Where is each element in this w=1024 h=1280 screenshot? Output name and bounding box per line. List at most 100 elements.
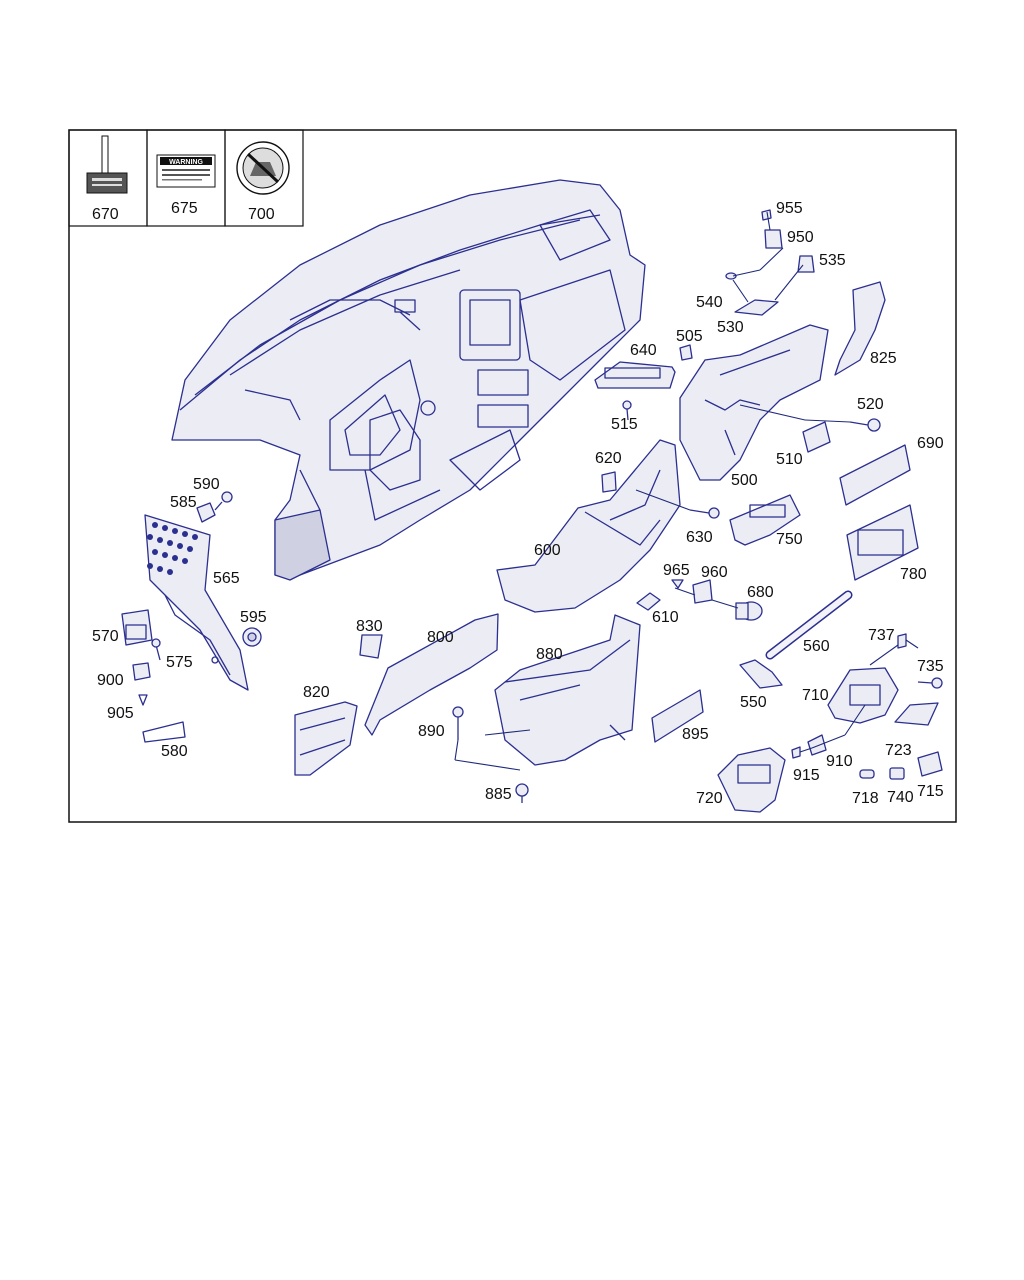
label-880: 880 <box>536 646 563 663</box>
part-640-tray <box>594 361 676 389</box>
label-965: 965 <box>663 562 690 579</box>
airbag-warning-sticker-icon <box>236 141 290 195</box>
part-500-glovebox <box>679 324 829 481</box>
label-610: 610 <box>652 609 679 626</box>
part-550-handle <box>739 659 783 689</box>
part-825-trim-strip <box>834 281 886 376</box>
label-560: 560 <box>803 638 830 655</box>
part-750-ashtray <box>729 494 801 546</box>
part-575-screw <box>151 638 161 661</box>
part-585-clip <box>196 502 216 523</box>
label-718: 718 <box>852 790 879 807</box>
part-830-clip <box>359 634 383 659</box>
label-585: 585 <box>170 494 197 511</box>
part-735-screw <box>917 677 943 689</box>
part-737-clip <box>897 633 907 649</box>
part-540-bulb <box>725 272 737 280</box>
part-895-pad <box>651 689 704 743</box>
label-740: 740 <box>887 789 914 806</box>
legend-label-675: 675 <box>171 200 198 217</box>
part-530-lamp <box>734 299 779 316</box>
part-710-housing <box>827 667 899 724</box>
label-720: 720 <box>696 790 723 807</box>
label-910: 910 <box>826 753 853 770</box>
label-825: 825 <box>870 350 897 367</box>
label-690: 690 <box>917 435 944 452</box>
part-965-pin <box>671 579 684 589</box>
part-950-holder <box>764 229 783 249</box>
part-505-clip <box>679 344 693 361</box>
label-590: 590 <box>193 476 220 493</box>
part-720-cupholder <box>717 747 786 813</box>
part-680-socket <box>735 601 763 621</box>
label-575: 575 <box>166 654 193 671</box>
legend-box-700: 700 <box>224 129 304 227</box>
part-580-pad <box>142 721 186 743</box>
label-565: 565 <box>213 570 240 587</box>
warning-label-icon: WARNING <box>156 154 216 188</box>
label-640: 640 <box>630 342 657 359</box>
label-890: 890 <box>418 723 445 740</box>
label-620: 620 <box>595 450 622 467</box>
part-600-column-cover <box>496 439 681 613</box>
part-915-pin <box>791 746 801 759</box>
part-740-holder <box>889 767 905 780</box>
part-885-plug <box>515 783 529 803</box>
part-880-knee-bolster <box>494 614 641 766</box>
part-905-pin <box>138 694 148 706</box>
label-750: 750 <box>776 531 803 548</box>
legend-box-675: WARNING 675 <box>146 129 226 227</box>
label-960: 960 <box>701 564 728 581</box>
data-plate-icon <box>86 135 128 194</box>
part-590-screw <box>214 491 233 511</box>
label-830: 830 <box>356 618 383 635</box>
part-510-bracket <box>802 421 831 453</box>
label-510: 510 <box>776 451 803 468</box>
part-595-grommet <box>242 627 262 647</box>
label-500: 500 <box>731 472 758 489</box>
part-565-side-cover <box>144 514 249 691</box>
diagram-frame <box>68 129 957 823</box>
leader-lines <box>454 211 919 771</box>
label-895: 895 <box>682 726 709 743</box>
label-570: 570 <box>92 628 119 645</box>
legend-label-700: 700 <box>248 206 275 223</box>
label-735: 735 <box>917 658 944 675</box>
label-540: 540 <box>696 294 723 311</box>
dashboard-assembly <box>171 179 646 581</box>
label-905: 905 <box>107 705 134 722</box>
part-535-cover <box>797 255 815 273</box>
label-505: 505 <box>676 328 703 345</box>
label-550: 550 <box>740 694 767 711</box>
label-900: 900 <box>97 672 124 689</box>
label-680: 680 <box>747 584 774 601</box>
part-560-rod <box>765 590 853 660</box>
part-955-pin <box>761 209 772 221</box>
part-570-switch <box>121 609 153 646</box>
label-630: 630 <box>686 529 713 546</box>
part-labels: 955 950 535 540 530 825 640 505 515 520 … <box>92 200 944 807</box>
label-595: 595 <box>240 609 267 626</box>
part-890-screw <box>452 706 464 740</box>
label-820: 820 <box>303 684 330 701</box>
part-630-screw <box>689 507 720 519</box>
part-520-screw <box>849 418 881 432</box>
legend-box-670: 670 <box>68 129 148 227</box>
part-515-screw <box>622 400 632 421</box>
legend-label-670: 670 <box>92 206 119 223</box>
label-580: 580 <box>161 743 188 760</box>
part-715-lens <box>917 751 943 777</box>
part-900-connector <box>132 662 151 681</box>
label-737: 737 <box>868 627 895 644</box>
label-530: 530 <box>717 319 744 336</box>
label-780: 780 <box>900 566 927 583</box>
part-620-bracket <box>601 471 617 493</box>
label-515: 515 <box>611 416 638 433</box>
label-600: 600 <box>534 542 561 559</box>
part-820-lower-panel <box>294 701 358 776</box>
label-710: 710 <box>802 687 829 704</box>
part-610-cap <box>636 592 661 611</box>
label-800: 800 <box>427 629 454 646</box>
label-885: 885 <box>485 786 512 803</box>
